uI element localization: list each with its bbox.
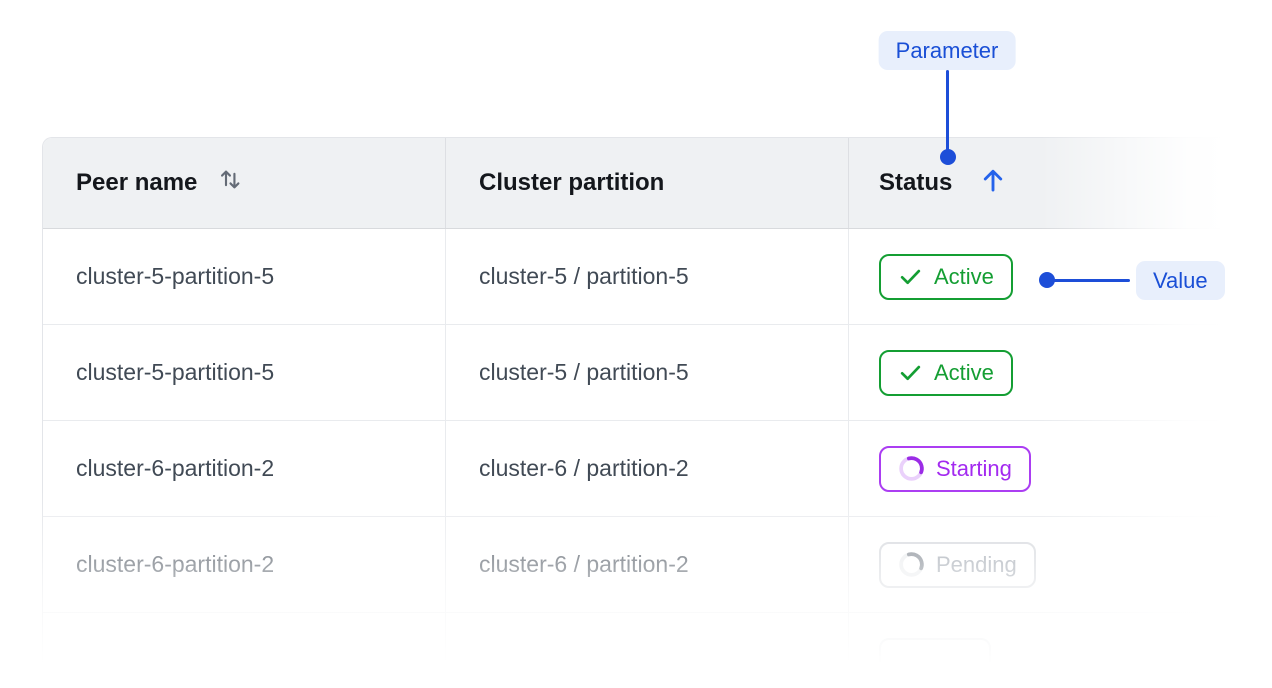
cell-peer-name: cluster-5-partition-5 bbox=[43, 325, 446, 420]
cell-peer-name: cluster-6-partition-2 bbox=[43, 517, 446, 612]
parameter-callout-label: Parameter bbox=[895, 37, 999, 63]
table-row[interactable]: cluster-5-partition-5 cluster-5 / partit… bbox=[43, 325, 1220, 421]
column-header-cluster-partition[interactable]: Cluster partition bbox=[446, 138, 849, 228]
table-row[interactable]: cluster-6-partition-2 cluster-6 / partit… bbox=[43, 421, 1220, 517]
cell-peer-name: cluster-5-partition-5 bbox=[43, 229, 446, 324]
table-row[interactable]: cluster-5-partition-5 cluster-5 / partit… bbox=[43, 229, 1220, 325]
spinner-icon bbox=[899, 552, 924, 577]
table-header-row: Peer name Cluster partition Status bbox=[43, 138, 1220, 229]
cell-cluster-partition: cluster-6 / partition-2 bbox=[446, 421, 849, 516]
status-label: Pending bbox=[936, 551, 1017, 577]
status-label: Active bbox=[934, 359, 994, 385]
cell-peer-name bbox=[43, 613, 446, 688]
value-connector-line bbox=[1047, 279, 1130, 282]
table-row[interactable] bbox=[43, 613, 1220, 688]
cell-status bbox=[849, 613, 1220, 688]
status-badge: Active bbox=[879, 349, 1013, 396]
status-badge: Starting bbox=[879, 445, 1031, 492]
column-header-peer-name[interactable]: Peer name bbox=[43, 138, 446, 228]
cell-status: Pending bbox=[849, 517, 1220, 612]
parameter-connector-dot bbox=[940, 149, 956, 165]
status-badge bbox=[879, 637, 991, 684]
check-icon bbox=[900, 269, 921, 285]
cell-cluster-partition: cluster-5 / partition-5 bbox=[446, 229, 849, 324]
table-body: cluster-5-partition-5 cluster-5 / partit… bbox=[43, 229, 1220, 688]
column-header-status[interactable]: Status bbox=[849, 138, 1220, 228]
status-label: Active bbox=[934, 263, 994, 289]
sort-both-icon[interactable] bbox=[217, 166, 244, 200]
value-callout-pill: Value bbox=[1136, 261, 1225, 300]
cell-peer-name: cluster-6-partition-2 bbox=[43, 421, 446, 516]
status-label: Starting bbox=[936, 455, 1012, 481]
status-badge: Pending bbox=[879, 541, 1036, 588]
parameter-connector-line bbox=[946, 70, 949, 157]
cell-cluster-partition bbox=[446, 613, 849, 688]
spinner-icon bbox=[899, 456, 924, 481]
sort-asc-icon[interactable] bbox=[978, 165, 1008, 202]
column-header-label: Status bbox=[879, 169, 953, 196]
cell-cluster-partition: cluster-6 / partition-2 bbox=[446, 517, 849, 612]
cell-status: Active bbox=[849, 325, 1220, 420]
status-badge: Active bbox=[879, 253, 1013, 300]
check-icon bbox=[900, 365, 921, 381]
column-header-label: Peer name bbox=[76, 169, 198, 196]
table-row[interactable]: cluster-6-partition-2 cluster-6 / partit… bbox=[43, 517, 1220, 613]
parameter-callout-pill: Parameter bbox=[878, 31, 1016, 70]
cell-status: Active bbox=[849, 229, 1220, 324]
column-header-label: Cluster partition bbox=[479, 169, 665, 196]
cell-status: Starting bbox=[849, 421, 1220, 516]
cell-cluster-partition: cluster-5 / partition-5 bbox=[446, 325, 849, 420]
value-callout-label: Value bbox=[1153, 267, 1208, 293]
peers-table: Peer name Cluster partition Status bbox=[42, 137, 1220, 688]
